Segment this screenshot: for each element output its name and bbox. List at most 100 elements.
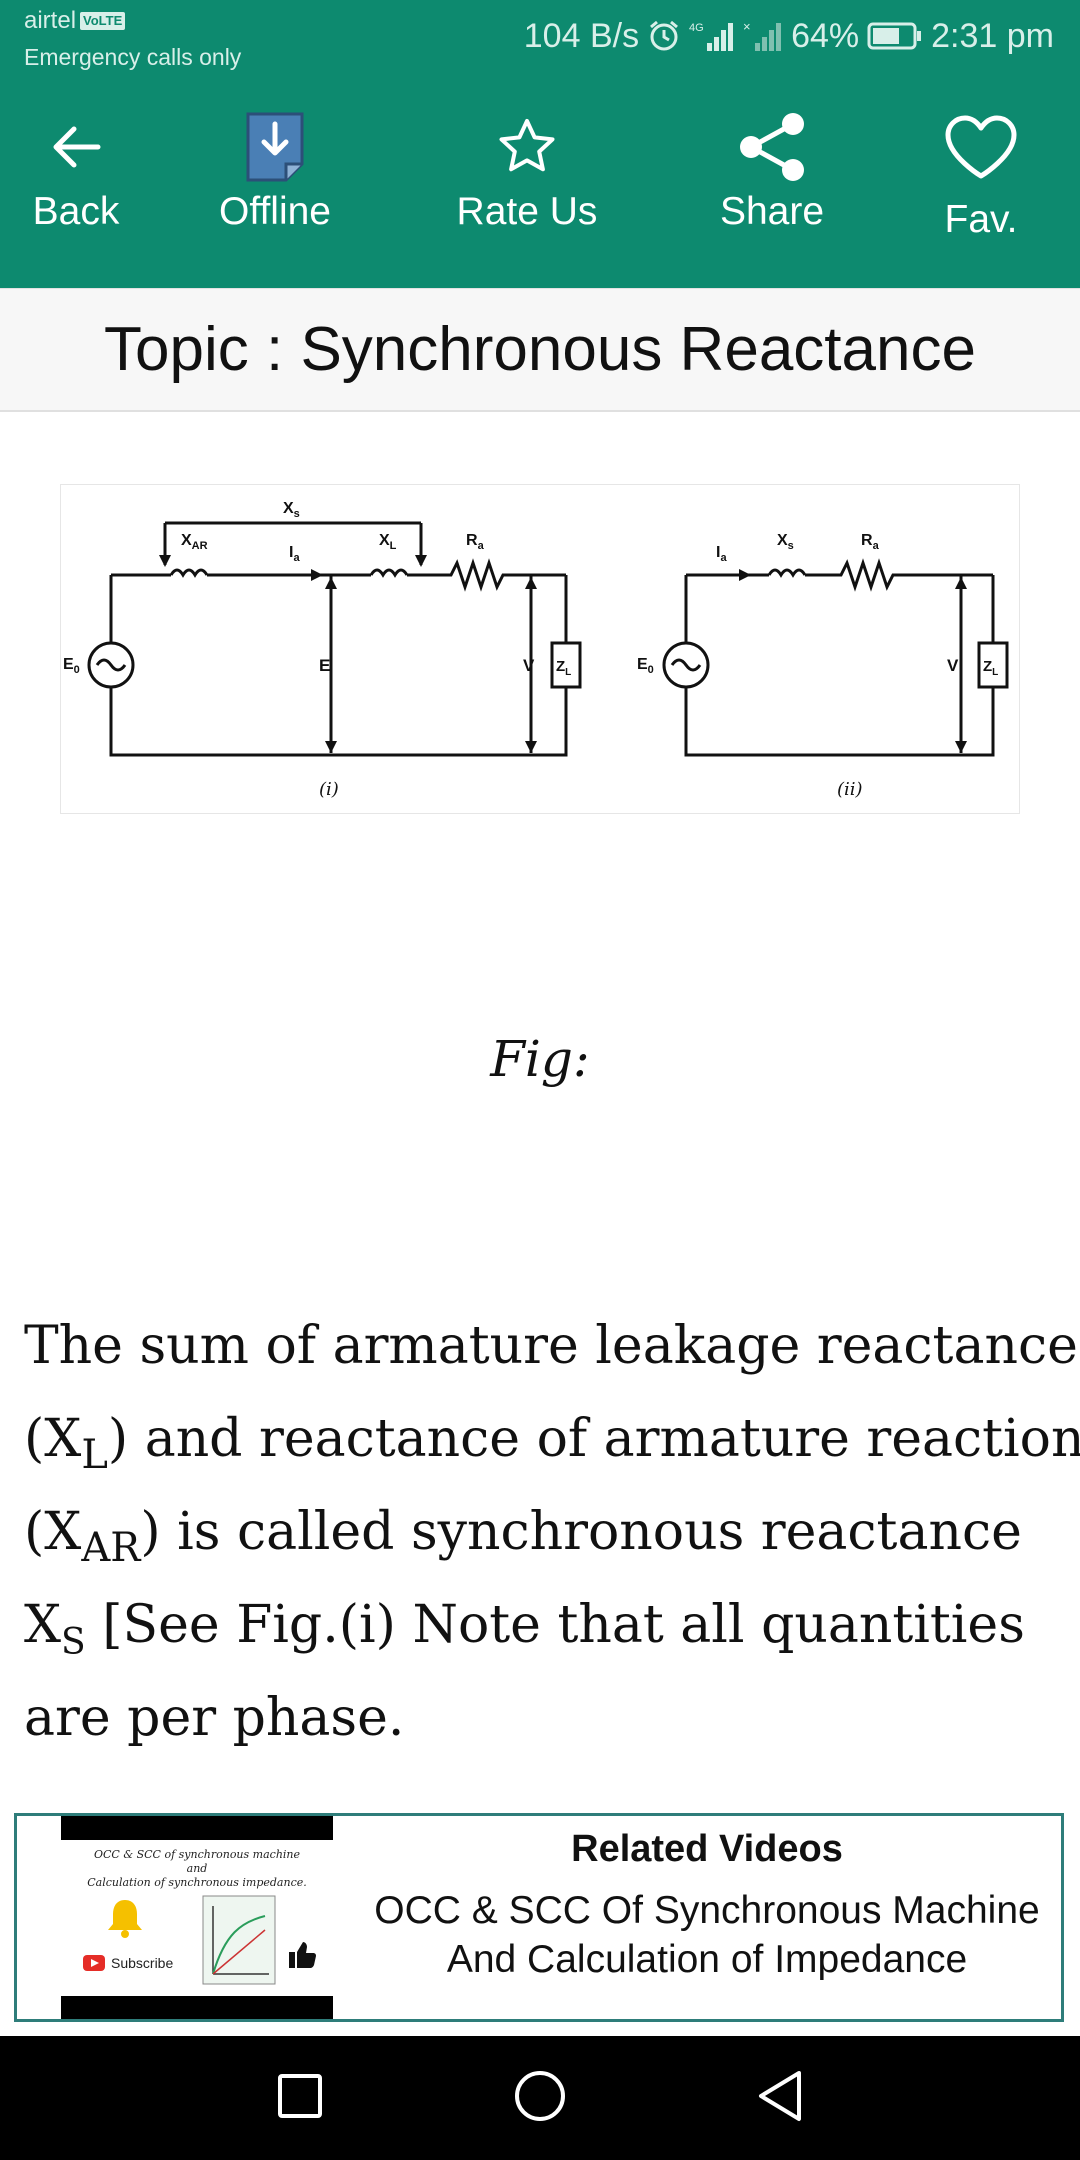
thumbs-up-icon: [287, 1940, 317, 1975]
line3-open: (X: [24, 1502, 82, 1562]
thumb-title-line-1: OCC & SCC of synchronous machine: [93, 1848, 301, 1861]
svg-text:Ra: Ra: [861, 532, 880, 552]
label-ra: R: [466, 532, 478, 549]
label-xl: X: [379, 532, 390, 549]
battery-percent: 64%: [791, 16, 860, 55]
label-xs: X: [283, 500, 294, 517]
rate-us-button[interactable]: Rate Us: [445, 72, 609, 288]
content-line-2: (XL) and reactance of armature reaction: [24, 1393, 1080, 1486]
subscribe-text: Subscribe: [111, 1955, 174, 1971]
thumb-title-line-2: and: [186, 1862, 208, 1875]
related-video-description[interactable]: OCC & SCC Of Synchronous Machine And Cal…: [374, 1889, 1040, 1981]
related-video-card[interactable]: OCC & SCC of synchronous machine and Cal…: [14, 1813, 1064, 2022]
graph-thumb-icon: [201, 1894, 277, 1991]
download-doc-icon: [244, 110, 306, 189]
fav-label: Fav.: [944, 198, 1018, 241]
clock-time: 2:31 pm: [931, 16, 1054, 55]
back-triangle-icon: [755, 2069, 805, 2128]
label-e0: E: [63, 656, 74, 673]
carrier-name: airtel: [24, 7, 77, 34]
svg-text:Xs: Xs: [283, 500, 300, 520]
label-ia-sub: a: [293, 552, 300, 564]
share-label: Share: [719, 190, 825, 233]
share-icon: [735, 110, 809, 189]
back-label: Back: [32, 190, 120, 233]
home-icon: [513, 2069, 567, 2128]
label-part-ii: (ii): [837, 779, 863, 800]
label-ra-sub: a: [478, 540, 485, 552]
alarm-icon: [647, 19, 681, 53]
topic-title: Topic : Synchronous Reactance: [104, 315, 976, 384]
share-button[interactable]: Share: [705, 72, 839, 288]
circuit-diagram: Xs XAR Ia XL Ra E0 E V ZL (i) Ia Xs Ra E…: [63, 500, 1009, 800]
svg-text:Ia: Ia: [716, 544, 727, 564]
label-v: V: [523, 656, 535, 675]
line2-sub: L: [81, 1432, 108, 1478]
status-bar: airtel VoLTE Emergency calls only 104 B/…: [0, 0, 1080, 72]
status-left: airtel VoLTE Emergency calls only: [24, 6, 241, 71]
label-xar-sub: AR: [192, 540, 208, 552]
status-right: 104 B/s 4G × 64% 2:31 pm: [524, 14, 1054, 58]
svg-text:XL: XL: [379, 532, 397, 552]
label-ia: I: [289, 544, 293, 561]
video-thumbnail[interactable]: OCC & SCC of synchronous machine and Cal…: [61, 1816, 333, 2019]
svg-text:ZL: ZL: [983, 658, 998, 678]
thumb-subscribe: Subscribe: [83, 1955, 173, 1971]
label-xar: X: [181, 532, 192, 549]
back-button[interactable]: Back: [20, 72, 132, 288]
svg-text:Ia: Ia: [289, 544, 300, 564]
system-nav-bar: [0, 2036, 1080, 2160]
signal-4g-icon: 4G: [689, 19, 735, 53]
offline-button[interactable]: Offline: [205, 72, 345, 288]
favorite-button[interactable]: Fav.: [930, 72, 1032, 288]
thumb-title-line-3: Calculation of synchronous impedance.: [87, 1876, 307, 1889]
label-v-2: V: [947, 656, 959, 675]
svg-text:Ra: Ra: [466, 532, 485, 552]
label-e0-2-sub: 0: [648, 664, 654, 676]
label-xs-2: X: [777, 532, 788, 549]
svg-text:4G: 4G: [689, 22, 704, 34]
content-line-4: XS [See Fig.(i) Note that all quantities: [24, 1579, 1064, 1672]
volte-badge: VoLTE: [80, 12, 126, 30]
recent-apps-icon: [276, 2072, 324, 2125]
label-xs-sub: s: [294, 508, 300, 520]
offline-label: Offline: [218, 190, 331, 233]
svg-text:Xs: Xs: [777, 532, 794, 552]
label-ia-2-sub: a: [720, 552, 727, 564]
bell-icon: [105, 1896, 145, 1945]
line4-open: X: [24, 1595, 62, 1655]
label-zl: Z: [556, 658, 565, 675]
label-zl-2: Z: [983, 658, 992, 675]
label-e0-sub: 0: [74, 664, 80, 676]
label-xl-sub: L: [390, 540, 397, 552]
content-line-5: are per phase.: [24, 1688, 405, 1748]
content-line-3: (XAR) is called synchronous reactance: [24, 1486, 1064, 1579]
svg-text:XAR: XAR: [181, 532, 208, 552]
net-speed: 104 B/s: [523, 16, 640, 55]
svg-text:ZL: ZL: [556, 658, 571, 678]
app-toolbar: Back Offline Rate Us Share: [0, 72, 1080, 288]
youtube-icon: [83, 1955, 105, 1971]
label-ia-2: I: [716, 544, 720, 561]
content-paragraph: The sum of armature leakage reactance (X…: [24, 1300, 1080, 1765]
figure-caption: Fig:: [490, 1030, 590, 1088]
content-line-1: The sum of armature leakage reactance: [24, 1316, 1078, 1376]
related-videos-title: Related Videos: [571, 1828, 843, 1870]
home-button[interactable]: [460, 2036, 620, 2160]
line2-open: (X: [24, 1409, 82, 1469]
svg-text:E0: E0: [637, 656, 654, 676]
arrow-left-icon: [48, 119, 104, 180]
battery-icon: [867, 21, 923, 51]
line3-rest: ) is called synchronous reactance: [140, 1502, 1022, 1562]
svg-text:E0: E0: [63, 656, 80, 676]
emergency-calls-text: Emergency calls only: [24, 44, 242, 70]
svg-text:×: ×: [743, 19, 751, 34]
heart-icon: [943, 114, 1019, 185]
recent-apps-button[interactable]: [220, 2036, 380, 2160]
line4-rest: [See Fig.(i) Note that all quantities: [85, 1595, 1025, 1655]
nav-back-button[interactable]: [700, 2036, 860, 2160]
label-e: E: [319, 656, 330, 675]
label-zl-2-sub: L: [992, 667, 998, 678]
topic-header: Topic : Synchronous Reactance: [0, 288, 1080, 412]
label-zl-sub: L: [565, 667, 571, 678]
